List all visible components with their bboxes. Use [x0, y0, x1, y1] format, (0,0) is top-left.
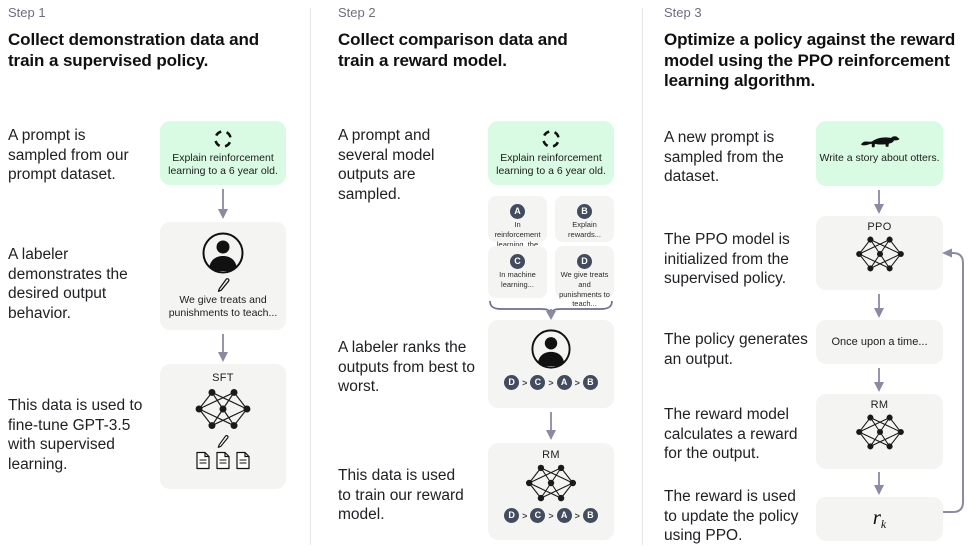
rank-badge: A [556, 508, 572, 523]
down-arrow [874, 190, 884, 214]
caption-reward-calc: The reward model calculates a reward for… [664, 406, 798, 463]
step-2-label: Step 2 [338, 5, 376, 20]
neural-network-icon [195, 388, 251, 430]
prompt-text: Write a story about otters. [819, 152, 940, 164]
caption-new-prompt: A new prompt is sampled from the dataset… [664, 129, 784, 186]
rm-label: RM [542, 449, 560, 461]
labeler-demo-box: We give treats and punishments to teach.… [160, 222, 286, 330]
sft-model-box: SFT [160, 364, 286, 489]
down-arrow [218, 189, 228, 219]
labeler-demo-text: We give treats and punishments to teach.… [168, 294, 278, 320]
prompt-text: Explain reinforcement learning to a 6 ye… [496, 152, 606, 178]
neural-network-icon [525, 464, 577, 502]
output-box-a: A In reinforcement learning, the agent i… [488, 196, 547, 258]
output-badge: D [577, 254, 592, 269]
output-text: In machine learning... [499, 270, 536, 289]
rm-label: RM [870, 399, 889, 411]
rm-model-box: RM [816, 394, 943, 469]
prompt-text: Explain reinforcement learning to a 6 ye… [168, 152, 278, 178]
output-box-b: B Explain rewards... [555, 196, 614, 242]
column-divider [310, 8, 311, 545]
caption-labeler-demo: A labeler demonstrates the desired outpu… [8, 246, 128, 322]
cycle-icon [214, 130, 232, 148]
output-text: Explain rewards... [568, 220, 601, 239]
reward-r: r [872, 505, 881, 529]
reward-value-box: rk [816, 497, 943, 541]
step-2-heading: Collect comparison data and train a rewa… [338, 30, 568, 70]
ranking-row: D > C > A > B [488, 508, 614, 523]
caption-train-rm: This data is used to train our reward mo… [338, 467, 464, 524]
rank-separator: > [548, 377, 554, 388]
output-box-d: D We give treats and punishments to teac… [555, 246, 614, 308]
rank-badge: D [504, 508, 520, 523]
output-badge: A [510, 204, 525, 219]
column-divider [642, 8, 643, 545]
down-arrow [546, 412, 556, 440]
down-arrow [546, 309, 556, 320]
caption-labeler-ranks: A labeler ranks the outputs from best to… [338, 339, 475, 396]
rank-badge: B [582, 508, 598, 523]
prompt-box: Explain reinforcement learning to a 6 ye… [488, 121, 614, 185]
rank-badge: B [582, 375, 598, 390]
reward-k: k [880, 517, 887, 531]
output-text: We give treats and punishments to teach.… [559, 270, 610, 309]
ppo-model-box: PPO [816, 216, 943, 290]
sft-label: SFT [212, 372, 234, 384]
output-badge: C [510, 254, 525, 269]
caption-ppo-init: The PPO model is initialized from the su… [664, 231, 790, 288]
ranking-row: D > C > A > B [488, 375, 614, 390]
step-3-heading: Optimize a policy against the reward mod… [664, 30, 956, 91]
rank-badge: A [556, 375, 572, 390]
output-badge: B [577, 204, 592, 219]
pencil-icon [217, 278, 230, 292]
reward-symbol: rk [816, 505, 943, 532]
output-text-box: Once upon a time... [816, 320, 943, 364]
caption-policy-output: The policy generates an output. [664, 331, 808, 368]
rank-separator: > [522, 510, 528, 521]
prompt-box: Write a story about otters. [816, 121, 943, 186]
step-3-label: Step 3 [664, 5, 702, 20]
cycle-icon [542, 130, 560, 148]
document-icon [216, 451, 230, 470]
rm-model-box: RM D > C > A > B [488, 443, 614, 540]
rank-separator: > [574, 377, 580, 388]
prompt-box: Explain reinforcement learning to a 6 ye… [160, 121, 286, 185]
output-box-c: C In machine learning... [488, 246, 547, 298]
feedback-loop-arrow [942, 248, 964, 513]
document-icon [236, 451, 250, 470]
step-1-heading: Collect demonstration data and train a s… [8, 30, 260, 70]
otter-icon [860, 136, 900, 148]
neural-network-icon [855, 414, 904, 450]
caption-finetune: This data is used to fine-tune GPT-3.5 w… [8, 397, 143, 473]
rank-badge: D [504, 375, 520, 390]
ranking-box: D > C > A > B [488, 320, 614, 408]
person-icon [531, 329, 571, 369]
down-arrow [874, 472, 884, 495]
rank-separator: > [548, 510, 554, 521]
caption-prompt-sampled: A prompt is sampled from our prompt data… [8, 127, 129, 184]
document-icon [196, 451, 210, 470]
rank-separator: > [574, 510, 580, 521]
pencil-icon [217, 435, 229, 448]
step-1-label: Step 1 [8, 5, 46, 20]
person-icon [202, 232, 244, 274]
down-arrow [218, 334, 228, 362]
ppo-label: PPO [867, 221, 892, 233]
down-arrow [874, 294, 884, 318]
rank-separator: > [522, 377, 528, 388]
rank-badge: C [530, 375, 546, 390]
down-arrow [874, 368, 884, 392]
rank-badge: C [530, 508, 546, 523]
brace [489, 300, 613, 312]
neural-network-icon [855, 236, 904, 272]
caption-outputs-sampled: A prompt and several model outputs are s… [338, 127, 435, 203]
caption-reward-update: The reward is used to update the policy … [664, 488, 799, 545]
output-sample-text: Once upon a time... [831, 336, 928, 348]
documents-row [160, 451, 286, 470]
